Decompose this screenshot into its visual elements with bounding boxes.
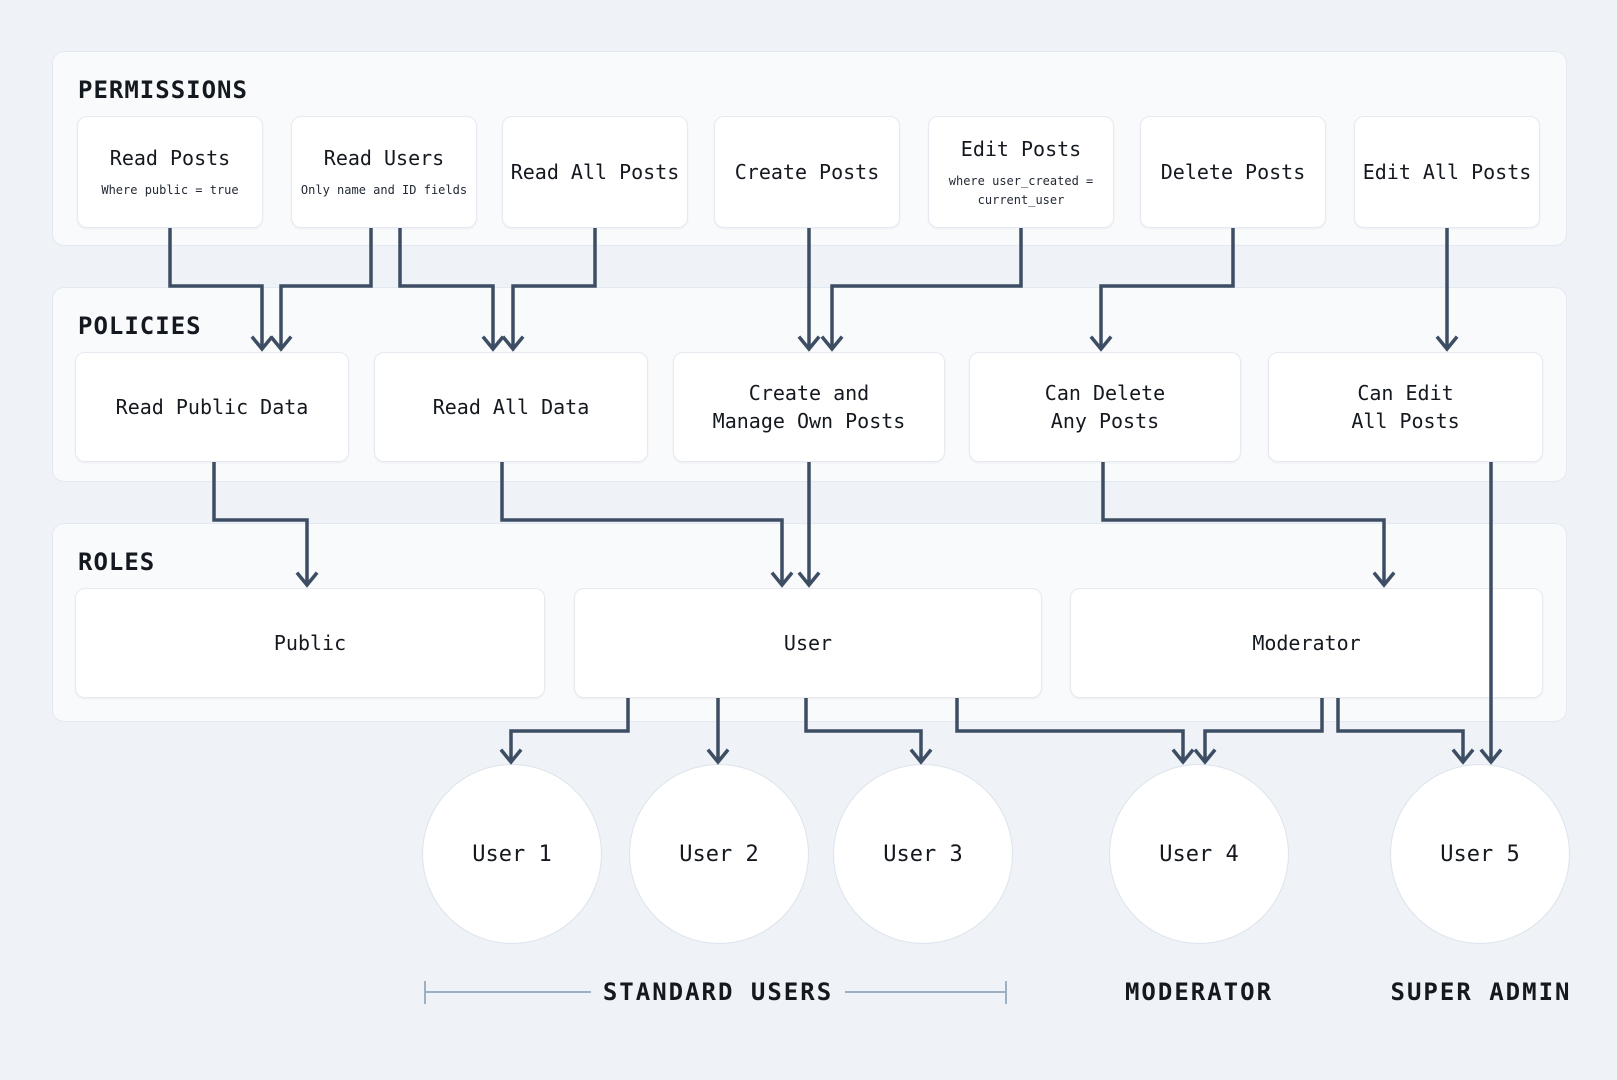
permission-read-users: Read Users Only name and ID fields: [291, 116, 477, 228]
node-label: Read All Posts: [510, 160, 680, 184]
group-label-moderator: MODERATOR: [1124, 978, 1274, 1006]
node-label: Edit Posts: [960, 136, 1082, 161]
user-circle-2: User 2: [629, 764, 809, 944]
user-circle-5: User 5: [1390, 764, 1570, 944]
policies-title: POLICIES: [78, 312, 202, 340]
role-public: Public: [75, 588, 545, 698]
group-label-super-admin: SUPER ADMIN: [1390, 978, 1572, 1006]
user-label: User 3: [883, 841, 963, 867]
node-label: Can Edit All Posts: [1351, 381, 1460, 433]
user-circle-3: User 3: [833, 764, 1013, 944]
node-label: Public: [273, 631, 347, 655]
policy-can-delete-any-posts: Can Delete Any Posts: [969, 352, 1241, 462]
node-label: Read Users: [323, 146, 445, 171]
policy-create-and-manage-own-posts: Create and Manage Own Posts: [673, 352, 945, 462]
node-label: Read Public Data: [115, 395, 309, 419]
role-moderator: Moderator: [1070, 588, 1543, 698]
permissions-title: PERMISSIONS: [78, 76, 248, 104]
node-label: Moderator: [1252, 631, 1361, 655]
user-circle-4: User 4: [1109, 764, 1289, 944]
policy-read-public-data: Read Public Data: [75, 352, 349, 462]
group-label-standard-users: STANDARD USERS: [602, 978, 834, 1006]
user-label: User 2: [679, 841, 759, 867]
role-user: User: [574, 588, 1042, 698]
node-label: Create and Manage Own Posts: [712, 381, 906, 433]
node-label: Delete Posts: [1160, 160, 1306, 184]
permission-read-all-posts: Read All Posts: [502, 116, 688, 228]
policy-can-edit-all-posts: Can Edit All Posts: [1268, 352, 1543, 462]
permission-edit-posts: Edit Posts where user_created = current_…: [928, 116, 1114, 228]
permission-delete-posts: Delete Posts: [1140, 116, 1326, 228]
user-label: User 5: [1440, 841, 1520, 867]
node-label: Can Delete Any Posts: [1044, 381, 1166, 433]
permission-create-posts: Create Posts: [714, 116, 900, 228]
user-label: User 1: [472, 841, 552, 867]
permission-edit-all-posts: Edit All Posts: [1354, 116, 1540, 228]
user-circle-1: User 1: [422, 764, 602, 944]
node-sublabel: Where public = true: [101, 183, 239, 198]
node-label: Read All Data: [432, 395, 590, 419]
node-label: Create Posts: [734, 160, 880, 184]
node-sublabel: Only name and ID fields: [300, 183, 468, 198]
node-sublabel: where user_created = current_user: [948, 173, 1094, 207]
user-label: User 4: [1159, 841, 1239, 867]
policy-read-all-data: Read All Data: [374, 352, 648, 462]
node-label: User: [783, 631, 833, 655]
roles-title: ROLES: [78, 548, 156, 576]
node-label: Edit All Posts: [1362, 160, 1532, 184]
node-label: Read Posts: [109, 146, 231, 171]
permission-read-posts: Read Posts Where public = true: [77, 116, 263, 228]
